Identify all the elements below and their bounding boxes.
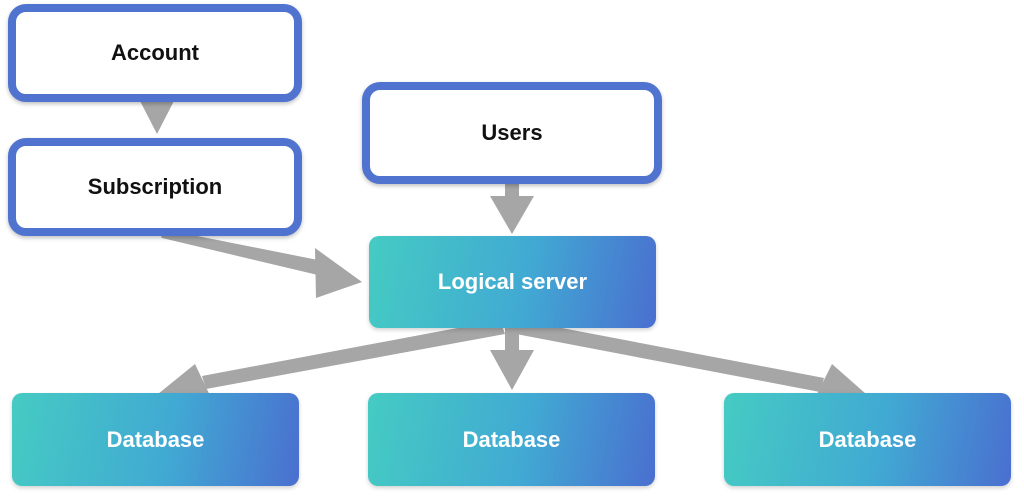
users-label: Users (481, 120, 543, 145)
database-node-left: Database (12, 393, 299, 486)
users-node: Users (362, 82, 662, 184)
database-node-right: Database (724, 393, 1011, 486)
database-label: Database (462, 426, 561, 452)
logical-server-label: Logical server (437, 269, 588, 294)
account-label: Account (111, 40, 199, 65)
account-node: Account (8, 4, 302, 102)
arrow-server-to-database-right (516, 320, 866, 404)
arrow-subscription-to-server (157, 228, 362, 298)
logical-server-node: Logical server (369, 236, 656, 328)
database-label: Database (106, 426, 205, 452)
arrow-users-to-server (490, 180, 534, 234)
arrow-account-to-subscription (138, 97, 176, 134)
subscription-label: Subscription (87, 174, 223, 199)
database-label: Database (818, 426, 917, 452)
database-node-center: Database (368, 393, 655, 486)
arrow-server-to-database-left (158, 320, 505, 404)
subscription-node: Subscription (8, 138, 302, 236)
arrow-server-to-database-center (490, 322, 534, 390)
